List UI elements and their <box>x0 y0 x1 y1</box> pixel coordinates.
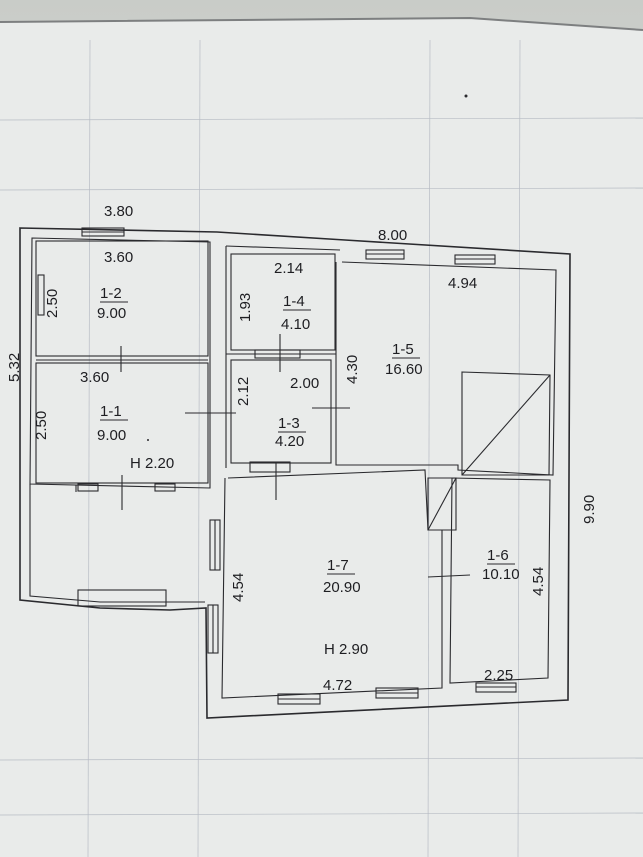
dim-right-overall: 9.90 <box>581 495 598 524</box>
dim-r12-width: 3.60 <box>104 249 133 266</box>
svg-text:20.90: 20.90 <box>323 579 361 596</box>
dim-top-right: 8.00 <box>378 227 407 244</box>
room-1-5 <box>335 261 557 476</box>
room-label-1-6: 1-6 10.10 <box>482 547 520 583</box>
dim-r14-width: 2.14 <box>274 260 303 277</box>
svg-text:1-6: 1-6 <box>487 547 509 564</box>
room-1-2 <box>35 240 209 361</box>
ink-speck <box>464 94 468 98</box>
room-label-1-5: 1-5 16.60 <box>385 341 423 378</box>
dim-r11-width: 3.60 <box>80 369 109 386</box>
room-1-6 <box>449 477 551 684</box>
dim-r17-height: 4.54 <box>230 573 247 602</box>
dim-left-overall: 5.32 <box>6 353 23 382</box>
room-1-3 <box>225 353 336 468</box>
room-label-1-3: 1-3 4.20 <box>275 415 306 450</box>
svg-text:16.60: 16.60 <box>385 361 423 378</box>
svg-text:9.00: 9.00 <box>97 305 126 322</box>
windows <box>37 227 517 705</box>
svg-text:1-5: 1-5 <box>392 341 414 358</box>
svg-text:10.10: 10.10 <box>482 566 520 583</box>
grid-lines <box>0 39 643 857</box>
left-annex <box>75 483 176 607</box>
svg-text:1-3: 1-3 <box>278 415 300 432</box>
dim-r16-width: 2.25 <box>484 667 513 684</box>
room-label-1-1: 1-1 9.00 <box>97 403 128 444</box>
dim-r14-height: 1.93 <box>237 293 254 322</box>
svg-text:1-2: 1-2 <box>100 285 122 302</box>
svg-text:4.20: 4.20 <box>275 433 304 450</box>
dim-r12-height: 2.50 <box>44 289 61 318</box>
dim-r13-height: 2.12 <box>235 377 252 406</box>
paper-sheet <box>0 18 643 857</box>
dim-r16-height: 4.54 <box>530 567 547 596</box>
room-label-1-4: 1-4 4.10 <box>281 293 311 333</box>
ceiling-height-main: Н 2.90 <box>324 641 368 658</box>
svg-text:9.00: 9.00 <box>97 427 126 444</box>
dim-r17-width: 4.72 <box>323 677 352 694</box>
dim-r15-width: 4.94 <box>448 275 477 292</box>
dim-r15-height: 4.30 <box>344 355 361 384</box>
dim-top-overall: 3.80 <box>104 203 133 220</box>
room-label-1-2: 1-2 9.00 <box>97 285 128 322</box>
paper-edge <box>0 16 643 31</box>
ceiling-height-left: Н 2.20 <box>130 455 174 472</box>
svg-text:1-1: 1-1 <box>100 403 122 420</box>
svg-text:1-4: 1-4 <box>283 293 305 310</box>
ink-speck <box>147 439 149 441</box>
dim-r13-width: 2.00 <box>290 375 319 392</box>
door-marks <box>120 334 471 578</box>
room-1-7 <box>221 469 457 699</box>
dim-r11-height: 2.50 <box>33 411 50 440</box>
room-label-1-7: 1-7 20.90 <box>323 557 361 596</box>
svg-text:4.10: 4.10 <box>281 316 310 333</box>
svg-text:1-7: 1-7 <box>327 557 349 574</box>
